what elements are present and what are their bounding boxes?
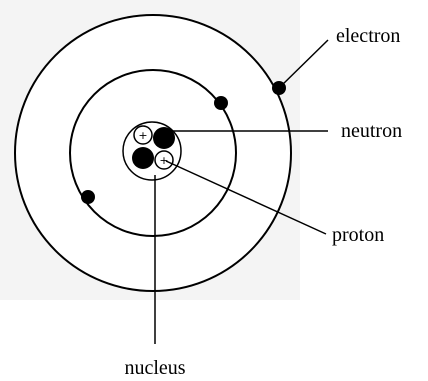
- proton-label: proton: [332, 224, 384, 246]
- proton-particle-2: [154, 150, 174, 170]
- electron-label: electron: [336, 25, 400, 47]
- proton-symbol-1: +: [138, 129, 147, 142]
- electron-leader-line: [278, 39, 329, 89]
- nucleus-label: nucleus: [124, 357, 185, 379]
- neutron-particle-2: [132, 147, 154, 169]
- electron-inner-2: [81, 190, 95, 204]
- neutron-particle-1: [153, 127, 175, 149]
- electron-inner-1: [214, 96, 228, 110]
- proton-symbol-2: +: [159, 154, 168, 167]
- proton-leader-line: [165, 160, 327, 235]
- proton-particle-1: [133, 125, 153, 145]
- neutron-label: neutron: [341, 120, 402, 142]
